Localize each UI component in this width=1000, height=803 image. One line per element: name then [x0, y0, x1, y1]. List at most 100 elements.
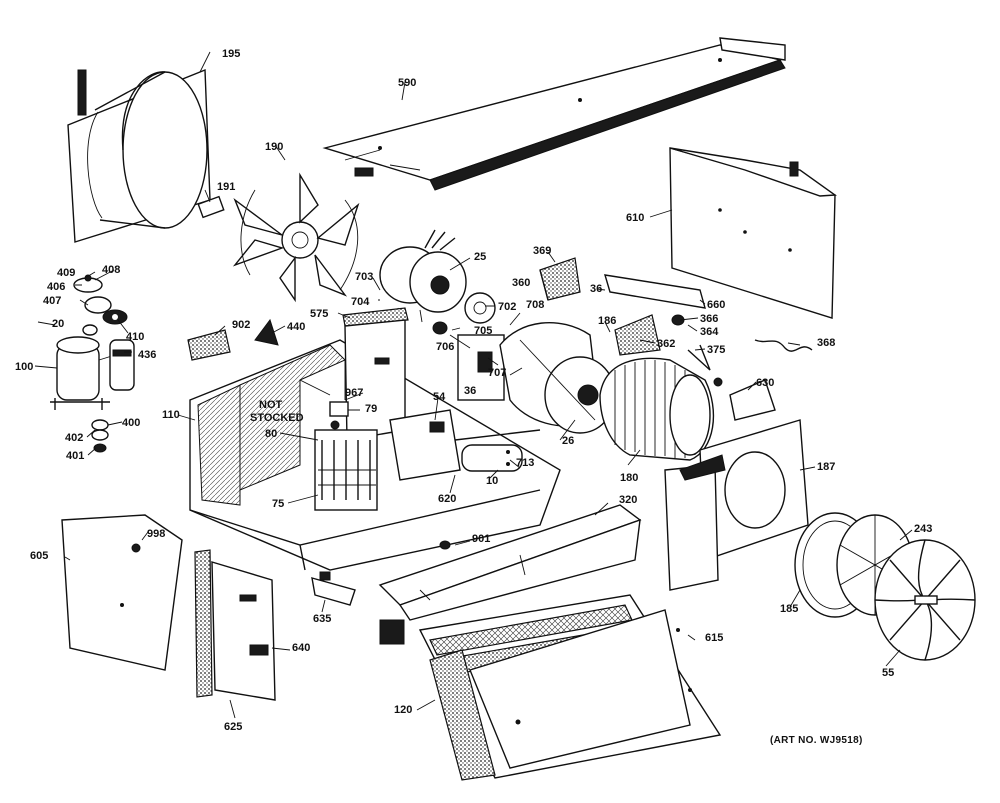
fan-motor-25: [379, 229, 467, 323]
drain-pan-320: [378, 504, 642, 621]
label-195: 195: [222, 48, 240, 60]
label-630: 630: [756, 377, 774, 389]
fan-hub-191: [197, 195, 225, 219]
filter-120: [429, 649, 496, 781]
label-967: 967: [345, 387, 363, 399]
filter-block-902: [187, 329, 231, 361]
label-713: 713: [516, 457, 534, 469]
label-320: 320: [619, 494, 637, 506]
art-number: (ART NO. WJ9518): [770, 735, 863, 746]
label-243: 243: [914, 523, 932, 535]
blower-motor-26: [457, 322, 616, 434]
label-120: 120: [394, 704, 412, 716]
label-400: 400: [122, 417, 140, 429]
control-box-620: [389, 409, 541, 481]
label-410: 410: [126, 331, 144, 343]
foam-strip-625: [194, 549, 213, 698]
label-180: 180: [620, 472, 638, 484]
label-625: 625: [224, 721, 242, 733]
damper-362: [614, 314, 661, 356]
bracket-640: [211, 561, 276, 701]
block-fill: [379, 619, 405, 645]
label-406: 406: [47, 281, 65, 293]
not-stocked-line2: STOCKED: [250, 412, 304, 424]
label-610: 610: [626, 212, 644, 224]
label-54: 54: [433, 391, 446, 403]
label-80: 80: [265, 428, 277, 440]
label-902: 902: [232, 319, 250, 331]
screw-901: [439, 540, 451, 550]
label-440: 440: [287, 321, 305, 333]
leader-lines: [34, 51, 913, 719]
label-187: 187: [817, 461, 835, 473]
wedge-440: [254, 318, 279, 346]
terminal-cover-409: [73, 274, 128, 336]
bracket-635: [311, 571, 356, 606]
label-186: 186: [598, 315, 616, 327]
heater-terminal-80: [314, 420, 378, 511]
condenser-fan-190: [232, 172, 360, 303]
link-375: [687, 344, 723, 387]
label-702: 702: [498, 301, 516, 313]
label-402: 402: [65, 432, 83, 444]
label-901: 901: [472, 533, 490, 545]
label-705: 705: [474, 325, 492, 337]
label-185: 185: [780, 603, 798, 615]
top-cover-590: [322, 37, 786, 191]
label-708: 708: [526, 299, 544, 311]
label-362: 362: [657, 338, 675, 350]
label-635: 635: [313, 613, 331, 625]
part-labels: 195 590 190 191 25 369 360 610 409 408 4…: [15, 48, 932, 746]
blower-wheel-180: [599, 357, 715, 461]
clip-705: [432, 321, 448, 335]
capacitor-10: [461, 444, 523, 472]
label-20: 20: [52, 318, 64, 330]
label-620: 620: [438, 493, 456, 505]
label-707: 707: [488, 367, 506, 379]
compressor-100: [50, 336, 121, 410]
label-369: 369: [533, 245, 551, 257]
label-706: 706: [436, 341, 454, 353]
label-25: 25: [474, 251, 486, 263]
label-590: 590: [398, 77, 416, 89]
label-26: 26: [562, 435, 574, 447]
spring-368: [754, 339, 813, 352]
bracket-79: [329, 401, 349, 417]
not-stocked-line1: NOT: [259, 399, 283, 411]
label-640: 640: [292, 642, 310, 654]
label-10: 10: [486, 475, 498, 487]
label-364: 364: [700, 326, 719, 338]
label-100: 100: [15, 361, 33, 373]
partition-panel-610: [669, 147, 837, 319]
label-375: 375: [707, 344, 725, 356]
fan-55: [874, 539, 976, 661]
label-36a: 36: [590, 283, 602, 295]
support-660: [604, 274, 706, 309]
label-615: 615: [705, 632, 723, 644]
overload-436: [109, 339, 135, 391]
label-660: 660: [707, 299, 725, 311]
label-605: 605: [30, 550, 48, 562]
label-436: 436: [138, 349, 156, 361]
bracket-369: [539, 257, 581, 301]
label-360: 360: [512, 277, 530, 289]
label-110: 110: [162, 409, 180, 421]
label-703: 703: [355, 271, 373, 283]
label-998: 998: [147, 528, 165, 540]
label-407: 407: [43, 295, 61, 307]
slinger-702: [464, 292, 496, 324]
label-704: 704: [351, 296, 370, 308]
shroud-panel-195: [67, 68, 211, 243]
label-75: 75: [272, 498, 284, 510]
side-panel-605: [61, 514, 183, 671]
label-408: 408: [102, 264, 120, 276]
label-191: 191: [217, 181, 235, 193]
label-79: 79: [365, 403, 377, 415]
blower-scroll-187: [664, 419, 809, 591]
front-grille-615: [418, 594, 722, 779]
label-409: 409: [57, 267, 75, 279]
label-401: 401: [66, 450, 84, 462]
label-575: 575: [310, 308, 328, 320]
label-36b: 36: [464, 385, 476, 397]
